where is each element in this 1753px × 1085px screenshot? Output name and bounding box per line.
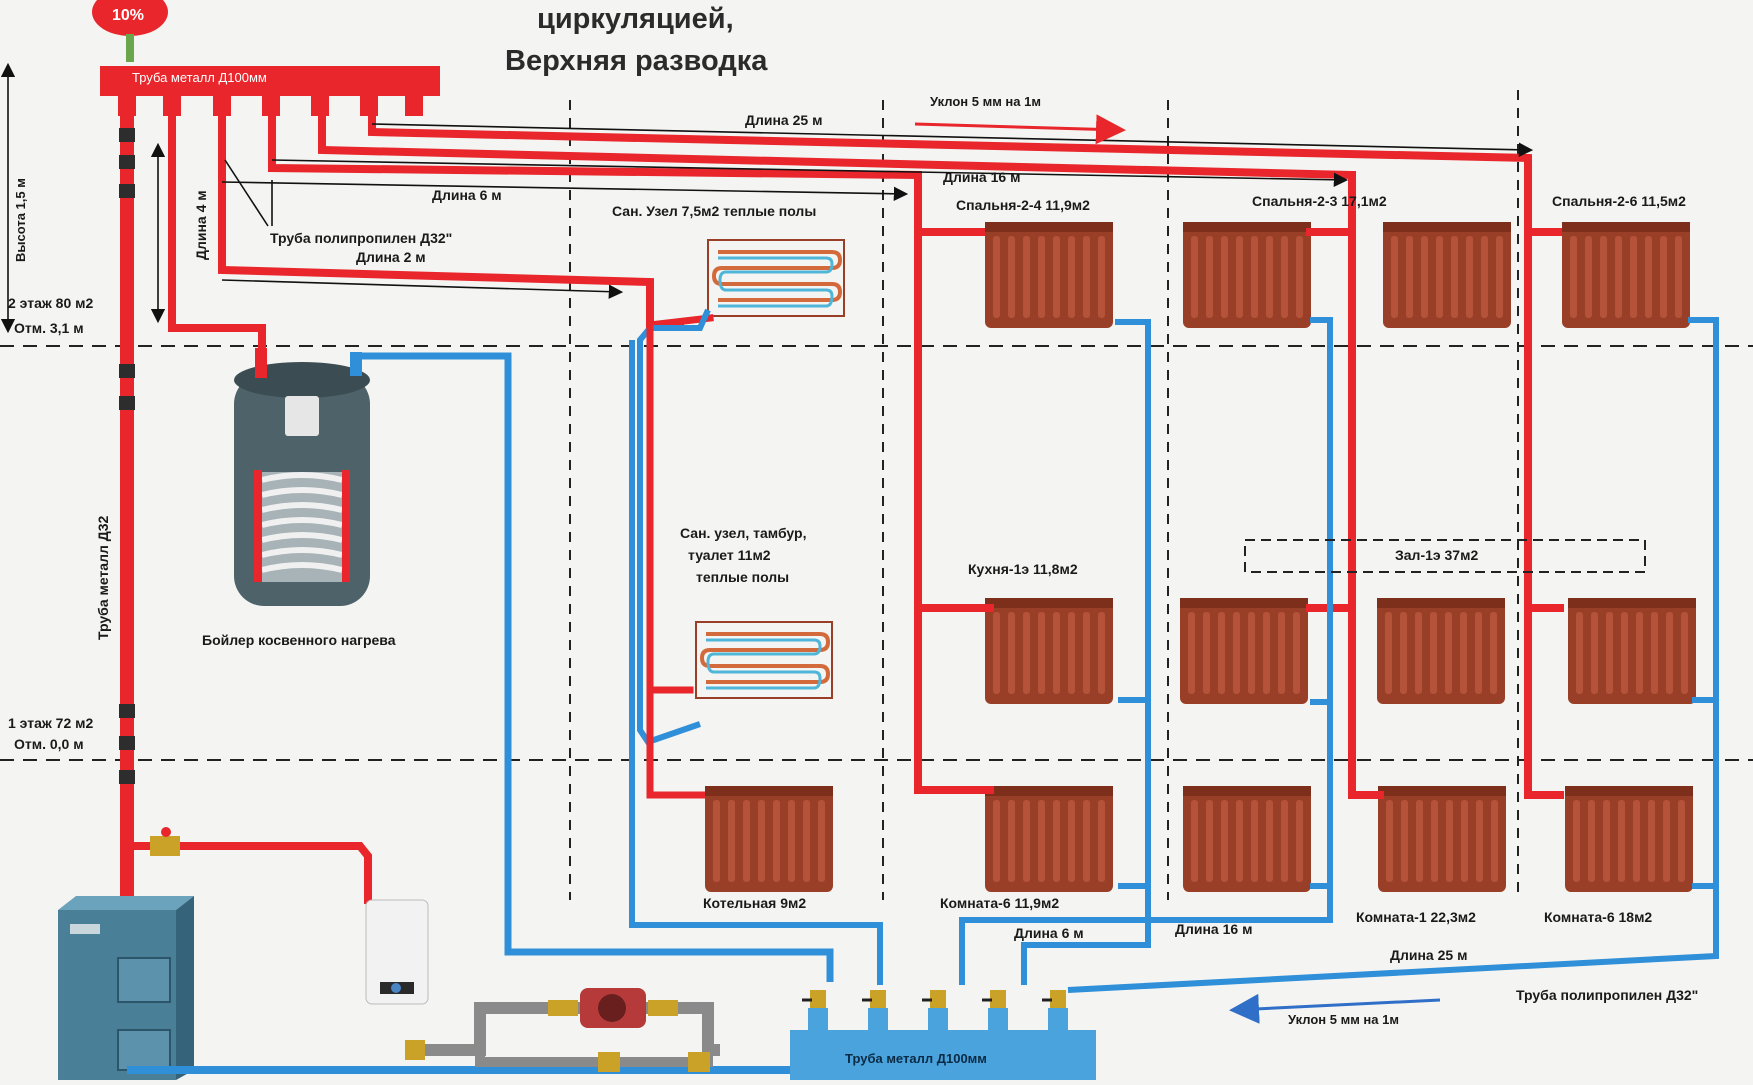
height-label: Высота 1,5 м <box>13 178 28 262</box>
floor2-mark: Отм. 3,1 м <box>14 320 84 336</box>
room-zal: Зал-1э 37м2 <box>1395 547 1478 563</box>
radiator-icon <box>985 222 1113 328</box>
radiator-icon <box>1377 598 1505 704</box>
zal-box <box>1244 539 1646 573</box>
room-spalnya24: Спальня-2-4 11,9м2 <box>956 197 1090 213</box>
len25-dimension <box>371 123 1534 157</box>
radiator-icon <box>1565 786 1693 892</box>
expansion-tank-label: 10% <box>112 7 144 24</box>
pp-pipe-top-label: Труба полипропилен Д32" <box>270 230 452 246</box>
room-kotelnaya: Котельная 9м2 <box>703 895 806 911</box>
radiator-icon <box>1183 786 1311 892</box>
title-line2: Верхняя разводка <box>505 45 768 77</box>
valve-icon <box>405 1040 710 1072</box>
return-column3 <box>959 317 1333 985</box>
len25-top-label: Длина 25 м <box>745 112 822 128</box>
boiler-return-line <box>352 352 834 982</box>
floor-lower-line3: теплые полы <box>696 569 789 585</box>
len6-bottom-label: Длина 6 м <box>1014 925 1084 941</box>
room-kuhnya: Кухня-1э 11,8м2 <box>968 561 1078 577</box>
pp-pipe-bottom-label: Труба полипропилен Д32" <box>1516 987 1698 1003</box>
slope-bottom-label: Уклон 5 мм на 1м <box>1288 1012 1399 1027</box>
floor2-label: 2 этаж 80 м2 <box>8 295 93 311</box>
kotelnaya-return <box>629 340 883 985</box>
underfloor-heating-icon <box>695 621 833 699</box>
gas-boiler-supply <box>123 842 372 904</box>
expansion-tank-icon <box>92 0 168 62</box>
return-column4 <box>1067 317 1719 993</box>
riser-column2-lower <box>914 604 994 794</box>
ufh-lower-supply <box>646 321 694 694</box>
len4-label: Длина 4 м <box>193 190 209 260</box>
return-column2 <box>1021 319 1151 985</box>
len25-bottom-label: Длина 25 м <box>1390 947 1467 963</box>
len6-top-label: Длина 6 м <box>432 187 502 203</box>
boiler-label: Бойлер косвенного нагрева <box>202 632 396 648</box>
kotelnaya-supply <box>646 686 709 799</box>
radiator-icon <box>1562 222 1690 328</box>
room-komnata6a: Комната-6 11,9м2 <box>940 895 1059 911</box>
pump-bypass <box>420 1002 720 1067</box>
gas-boiler-icon <box>365 899 429 1005</box>
radiator-icon <box>985 598 1113 704</box>
radiator-icon <box>1378 786 1506 892</box>
radiator-icon <box>705 786 833 892</box>
valve-icon <box>150 827 180 856</box>
slope-bottom-arrow <box>1229 993 1441 1024</box>
bottom-manifold-label: Труба металл Д100мм <box>845 1051 987 1066</box>
floor-upper-label: Сан. Узел 7,5м2 теплые полы <box>612 203 816 219</box>
radiator-icon <box>985 786 1113 892</box>
riser-column3 <box>1348 171 1384 799</box>
floor-lower-line1: Сан. узел, тамбур, <box>680 525 806 541</box>
bottom-manifold <box>790 1008 1096 1080</box>
room-spalnya23: Спальня-2-3 17,1м2 <box>1252 193 1387 209</box>
pp-leader <box>224 159 269 227</box>
solid-fuel-boiler-icon <box>58 896 194 1080</box>
circulation-pump-icon <box>548 988 678 1028</box>
floor1-label: 1 этаж 72 м2 <box>8 715 93 731</box>
riser-column4 <box>1524 228 1564 799</box>
room-komnata6b: Комната-6 18м2 <box>1544 909 1652 925</box>
slope-top-label: Уклон 5 мм на 1м <box>930 94 1041 109</box>
underfloor-heating-icon <box>707 239 845 317</box>
radiator-icon <box>1383 222 1511 328</box>
floor1-mark: Отм. 0,0 м <box>14 736 84 752</box>
room-komnata1: Комната-1 22,3м2 <box>1356 909 1476 925</box>
riser-fittings <box>119 128 135 784</box>
riser-label: Труба металл Д32 <box>95 515 111 640</box>
len16-dimension <box>271 159 1349 187</box>
top-manifold-label: Труба металл Д100мм <box>132 70 267 85</box>
len2-label: Длина 2 м <box>356 249 426 265</box>
radiators <box>705 222 1696 892</box>
floor-lower-line2: туалет 11м2 <box>688 547 771 563</box>
slope-top-arrow <box>914 114 1126 145</box>
len16-bottom-label: Длина 16 м <box>1175 921 1252 937</box>
len16-top-label: Длина 16 м <box>943 169 1020 185</box>
title-line1: циркуляцией, <box>537 3 734 35</box>
radiator-icon <box>1568 598 1696 704</box>
riser-column2 <box>914 228 994 612</box>
len2-dimension <box>221 279 624 299</box>
indirect-boiler-icon <box>234 348 370 606</box>
len6-dimension <box>221 181 909 202</box>
valve-icon <box>810 990 1066 1008</box>
radiator-icon <box>1183 222 1311 328</box>
room-spalnya26: Спальня-2-6 11,5м2 <box>1552 193 1686 209</box>
radiator-icon <box>1180 598 1308 704</box>
